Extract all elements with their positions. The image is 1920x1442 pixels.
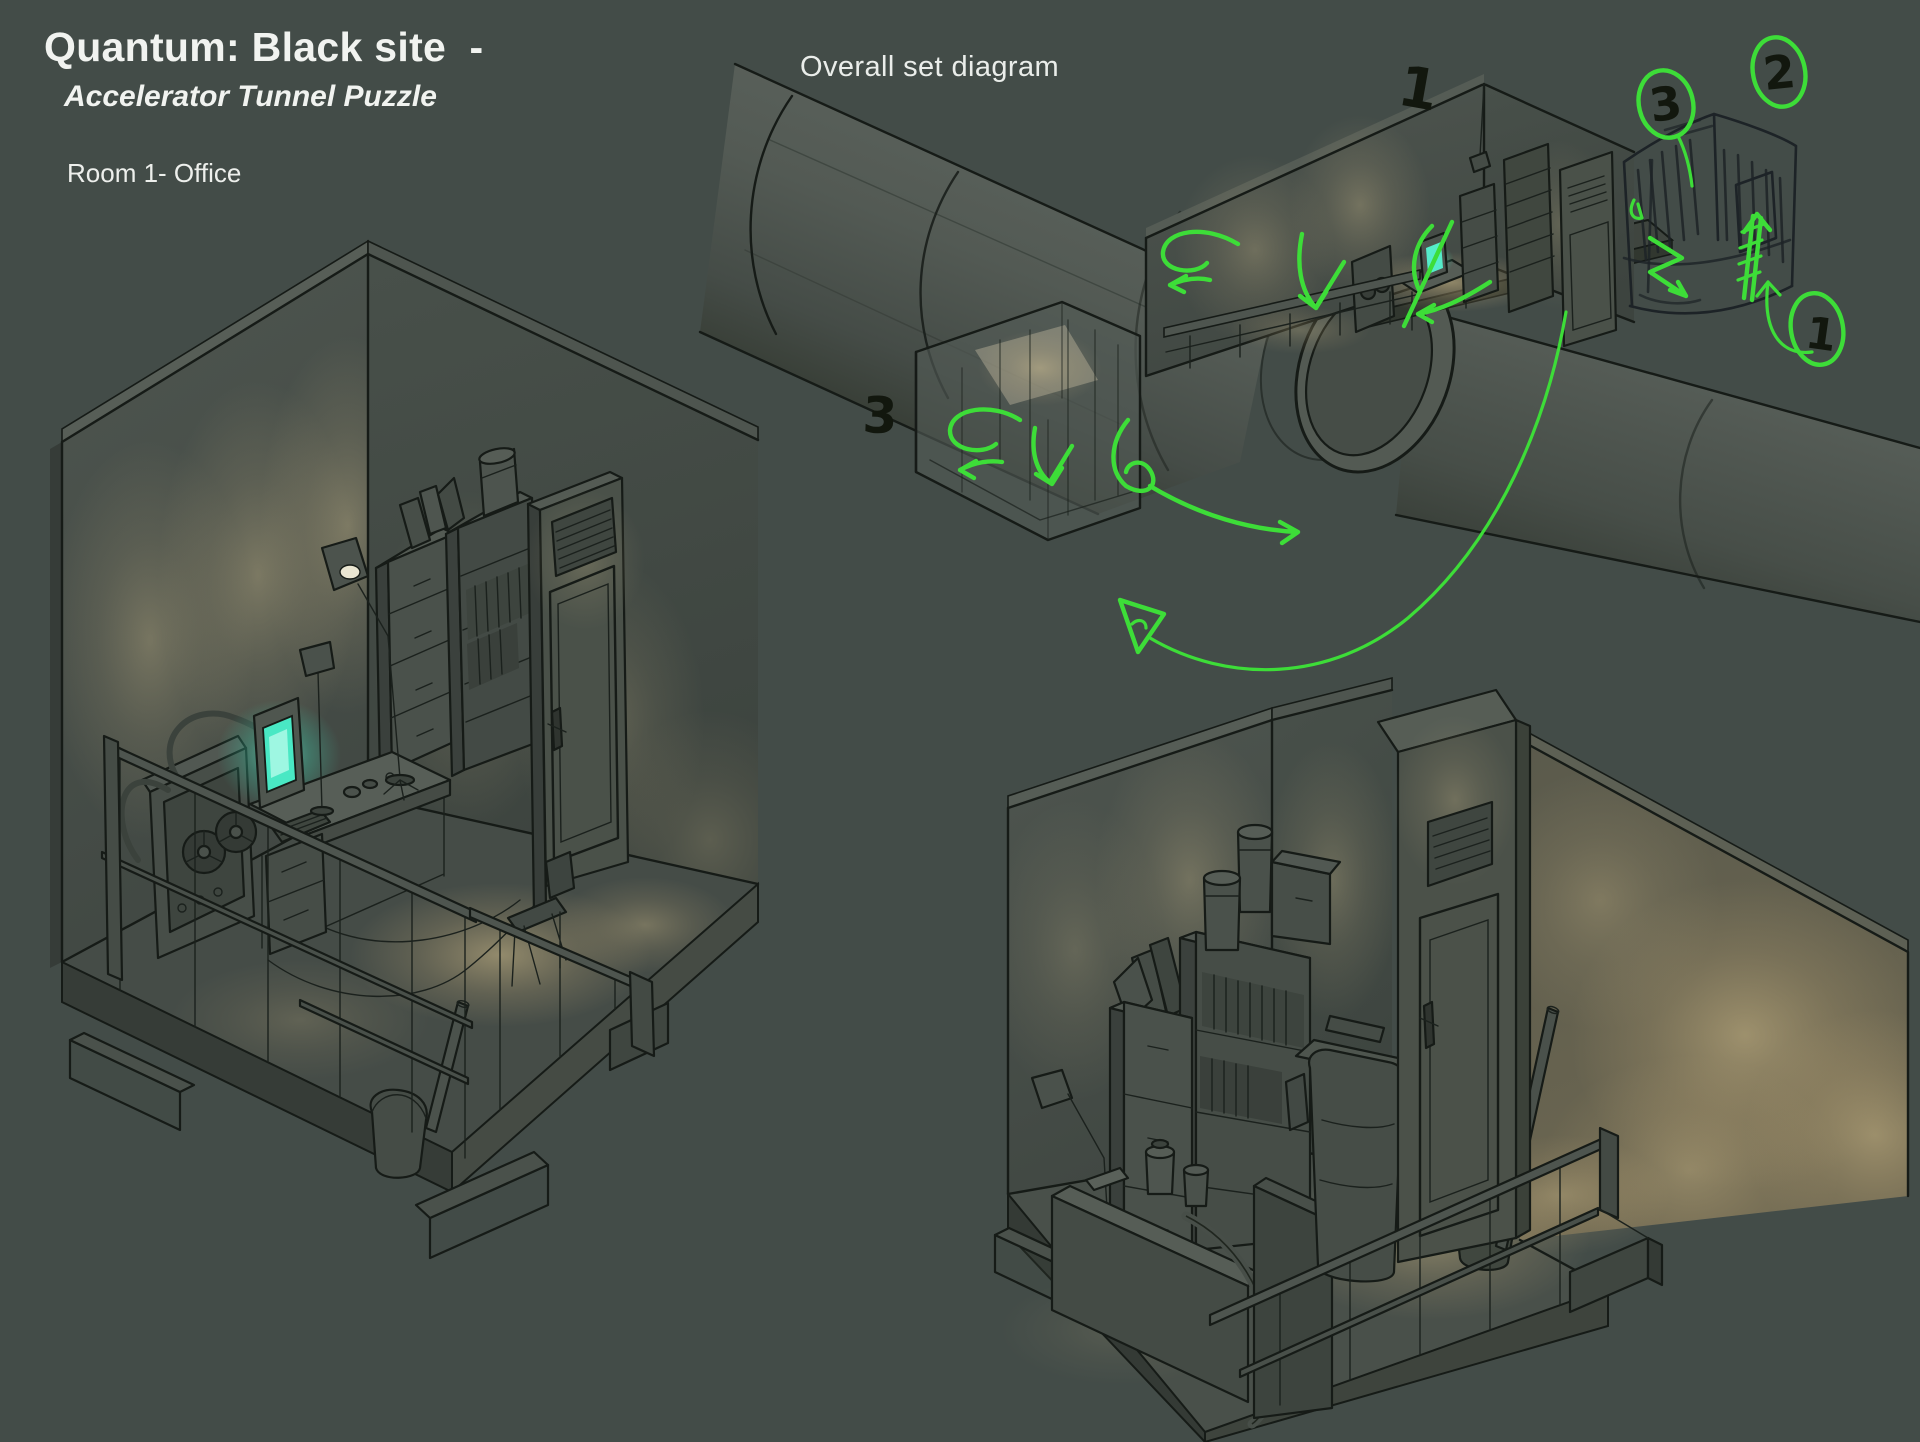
set-diagram-label: Overall set diagram — [800, 51, 1060, 83]
page-subtitle: Accelerator Tunnel Puzzle — [64, 80, 437, 113]
room1-label: Room 1- Office — [67, 158, 242, 188]
mini-room-1 — [1144, 74, 1675, 378]
desk-2 — [1050, 1138, 1346, 1429]
room2-render — [993, 676, 1910, 1442]
desk — [217, 640, 452, 956]
green-annotations-room1 — [1160, 219, 1493, 329]
desk-lamp — [298, 640, 336, 817]
room1-render — [50, 239, 760, 1260]
mop-bucket — [369, 1000, 470, 1179]
mini-room-3 — [914, 300, 1142, 542]
bookshelf — [444, 490, 541, 778]
callout-room3-number: 3 — [862, 386, 899, 445]
green-annotations-room3 — [947, 407, 1301, 546]
locker-door-column — [525, 470, 645, 916]
locker-door-column-2 — [1376, 688, 1532, 1264]
railing-2 — [1208, 1126, 1649, 1406]
storage-cylinder — [478, 447, 520, 518]
sketch-number-1: 1 — [1802, 307, 1839, 362]
floor-lamp — [320, 536, 419, 801]
computer-monitor — [252, 696, 306, 810]
chair — [506, 850, 576, 987]
sketch-number-3: 3 — [1646, 75, 1685, 133]
accelerator-tunnel-right — [1394, 306, 1920, 624]
page-title: Quantum: Black site - — [44, 24, 484, 70]
sketch-thumbnail — [1622, 35, 1846, 367]
filing-cabinet — [374, 476, 466, 778]
green-route-arrow — [1117, 310, 1568, 672]
set-diagram: 1 3 3 2 1 — [698, 35, 1920, 672]
trash-bin — [1294, 1014, 1428, 1283]
sketch-number-2: 2 — [1761, 44, 1798, 101]
canisters — [1202, 823, 1342, 952]
railing — [100, 734, 656, 1159]
